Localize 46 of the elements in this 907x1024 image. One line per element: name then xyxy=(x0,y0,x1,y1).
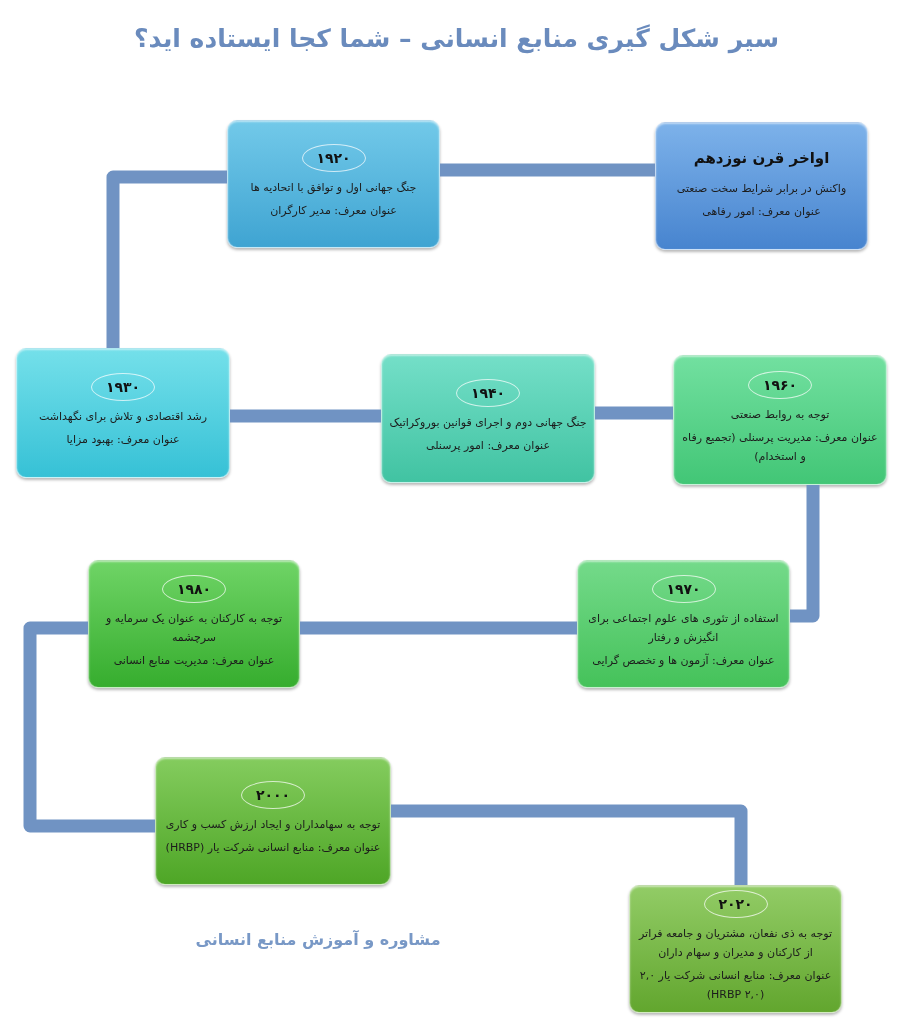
box-text: توجه به سهامداران و ایجاد ارزش کسب و کاری xyxy=(165,817,381,833)
box-text: استفاده از تئوری های علوم اجتماعی برای انگیزش و رفتار xyxy=(587,610,780,646)
timeline-box xyxy=(577,560,790,688)
year-text: ۱۹۷۰ xyxy=(666,579,701,598)
era-heading: اواخر قرن نوزدهم xyxy=(693,148,830,169)
connector-line xyxy=(230,409,381,423)
year-text: ۱۹۲۰ xyxy=(316,149,351,167)
diagram-title: سیر شکل گیری منابع انسانی – شما کجا ایستاده اید؟ xyxy=(134,24,779,53)
box-text: عنوان معرف: امور رفاهی xyxy=(702,204,821,220)
box-text: عنوان معرف: آزمون ها و تخصص گرایی xyxy=(592,652,775,669)
timeline-box xyxy=(155,757,391,885)
year-text: ۱۹۳۰ xyxy=(105,378,141,396)
year-text: ۲۰۲۰ xyxy=(718,895,753,913)
footer-text: مشاوره و آموزش منابع انسانی xyxy=(195,930,441,949)
connector-line xyxy=(440,163,655,177)
box-text: رشد اقتصادی و تلاش برای نگهداشت xyxy=(39,409,208,425)
connector-line xyxy=(790,485,820,623)
connector-line xyxy=(391,804,748,885)
year-text: ۱۹۶۰ xyxy=(762,375,798,394)
box-text: عنوان معرف: مدیر کارگران xyxy=(270,203,397,219)
box-text: عنوان معرف: مدیریت منابع انسانی xyxy=(113,652,275,669)
connector-line xyxy=(23,621,155,833)
box-text: توجه به کارکنان به عنوان یک سرمایه و سرچشمه xyxy=(104,610,284,646)
timeline-box xyxy=(88,560,300,688)
timeline-box xyxy=(655,122,868,250)
year-text: ۲۰۰۰ xyxy=(255,786,291,804)
timeline-box xyxy=(16,348,230,478)
timeline-box xyxy=(381,354,595,483)
timeline-box xyxy=(673,355,887,485)
timeline-box xyxy=(227,120,440,248)
box-text: عنوان معرف: مدیریت پرسنلی (تجمیع رفاه و استخدام) xyxy=(681,429,879,465)
box-text: توجه به روابط صنعتی xyxy=(730,406,830,423)
box-text: عنوان معرف: امور پرسنلی xyxy=(426,437,550,454)
box-text: جنگ جهانی اول و توافق با اتحادیه ها xyxy=(250,180,417,196)
year-text: ۱۹۸۰ xyxy=(176,579,212,598)
box-text: جنگ جهانی دوم و اجرای قوانین بوروکراتیک xyxy=(389,414,587,431)
box-text: عنوان معرف: منابع انسانی شرکت یار ۲,۰ (HRBP ۲,۰) xyxy=(638,968,833,1003)
box-text: توجه به ذی نفعان، مشتریان و جامعه فراتر از کارکنان و مدیران و سهام داران xyxy=(637,926,833,961)
box-text: واکنش در برابر شرایط سخت صنعتی xyxy=(676,181,847,197)
box-text: عنوان معرف: بهبود مزایا xyxy=(66,432,180,448)
connector-line xyxy=(595,406,673,420)
connector-line xyxy=(300,621,577,635)
year-text: ۱۹۴۰ xyxy=(470,383,506,402)
box-text: عنوان معرف: منابع انسانی شرکت یار (HRBP) xyxy=(165,840,381,856)
connector-line xyxy=(106,170,227,348)
timeline-box xyxy=(629,885,842,1013)
